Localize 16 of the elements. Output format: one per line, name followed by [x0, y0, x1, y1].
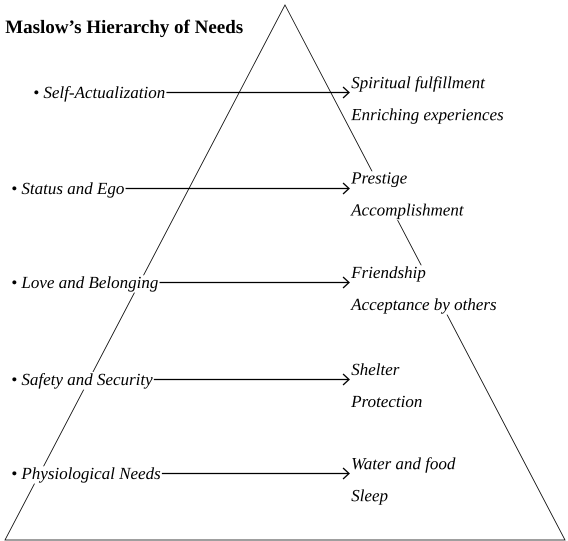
- example-text: Water and food Sleep: [350, 456, 456, 506]
- example-text: Spiritual fulfillment Enriching experiences: [350, 75, 505, 125]
- example-text: Friendship Acceptance by others: [350, 265, 498, 315]
- title: Maslow’s Hierarchy of Needs: [6, 20, 243, 38]
- arrow: [126, 182, 350, 194]
- arrow: [154, 374, 350, 386]
- arrow: [160, 276, 350, 288]
- arrow: [166, 86, 350, 98]
- need-label: • Safety and Security: [10, 372, 154, 390]
- need-label: • Self-Actualization: [32, 85, 166, 103]
- need-label: • Love and Belonging: [10, 275, 160, 293]
- example-text: Shelter Protection: [350, 362, 424, 408]
- need-label: • Status and Ego: [10, 181, 126, 199]
- need-label: • Physiological Needs: [10, 466, 162, 484]
- arrow: [162, 468, 350, 480]
- example-text: Prestige Accomplishment: [350, 171, 465, 220]
